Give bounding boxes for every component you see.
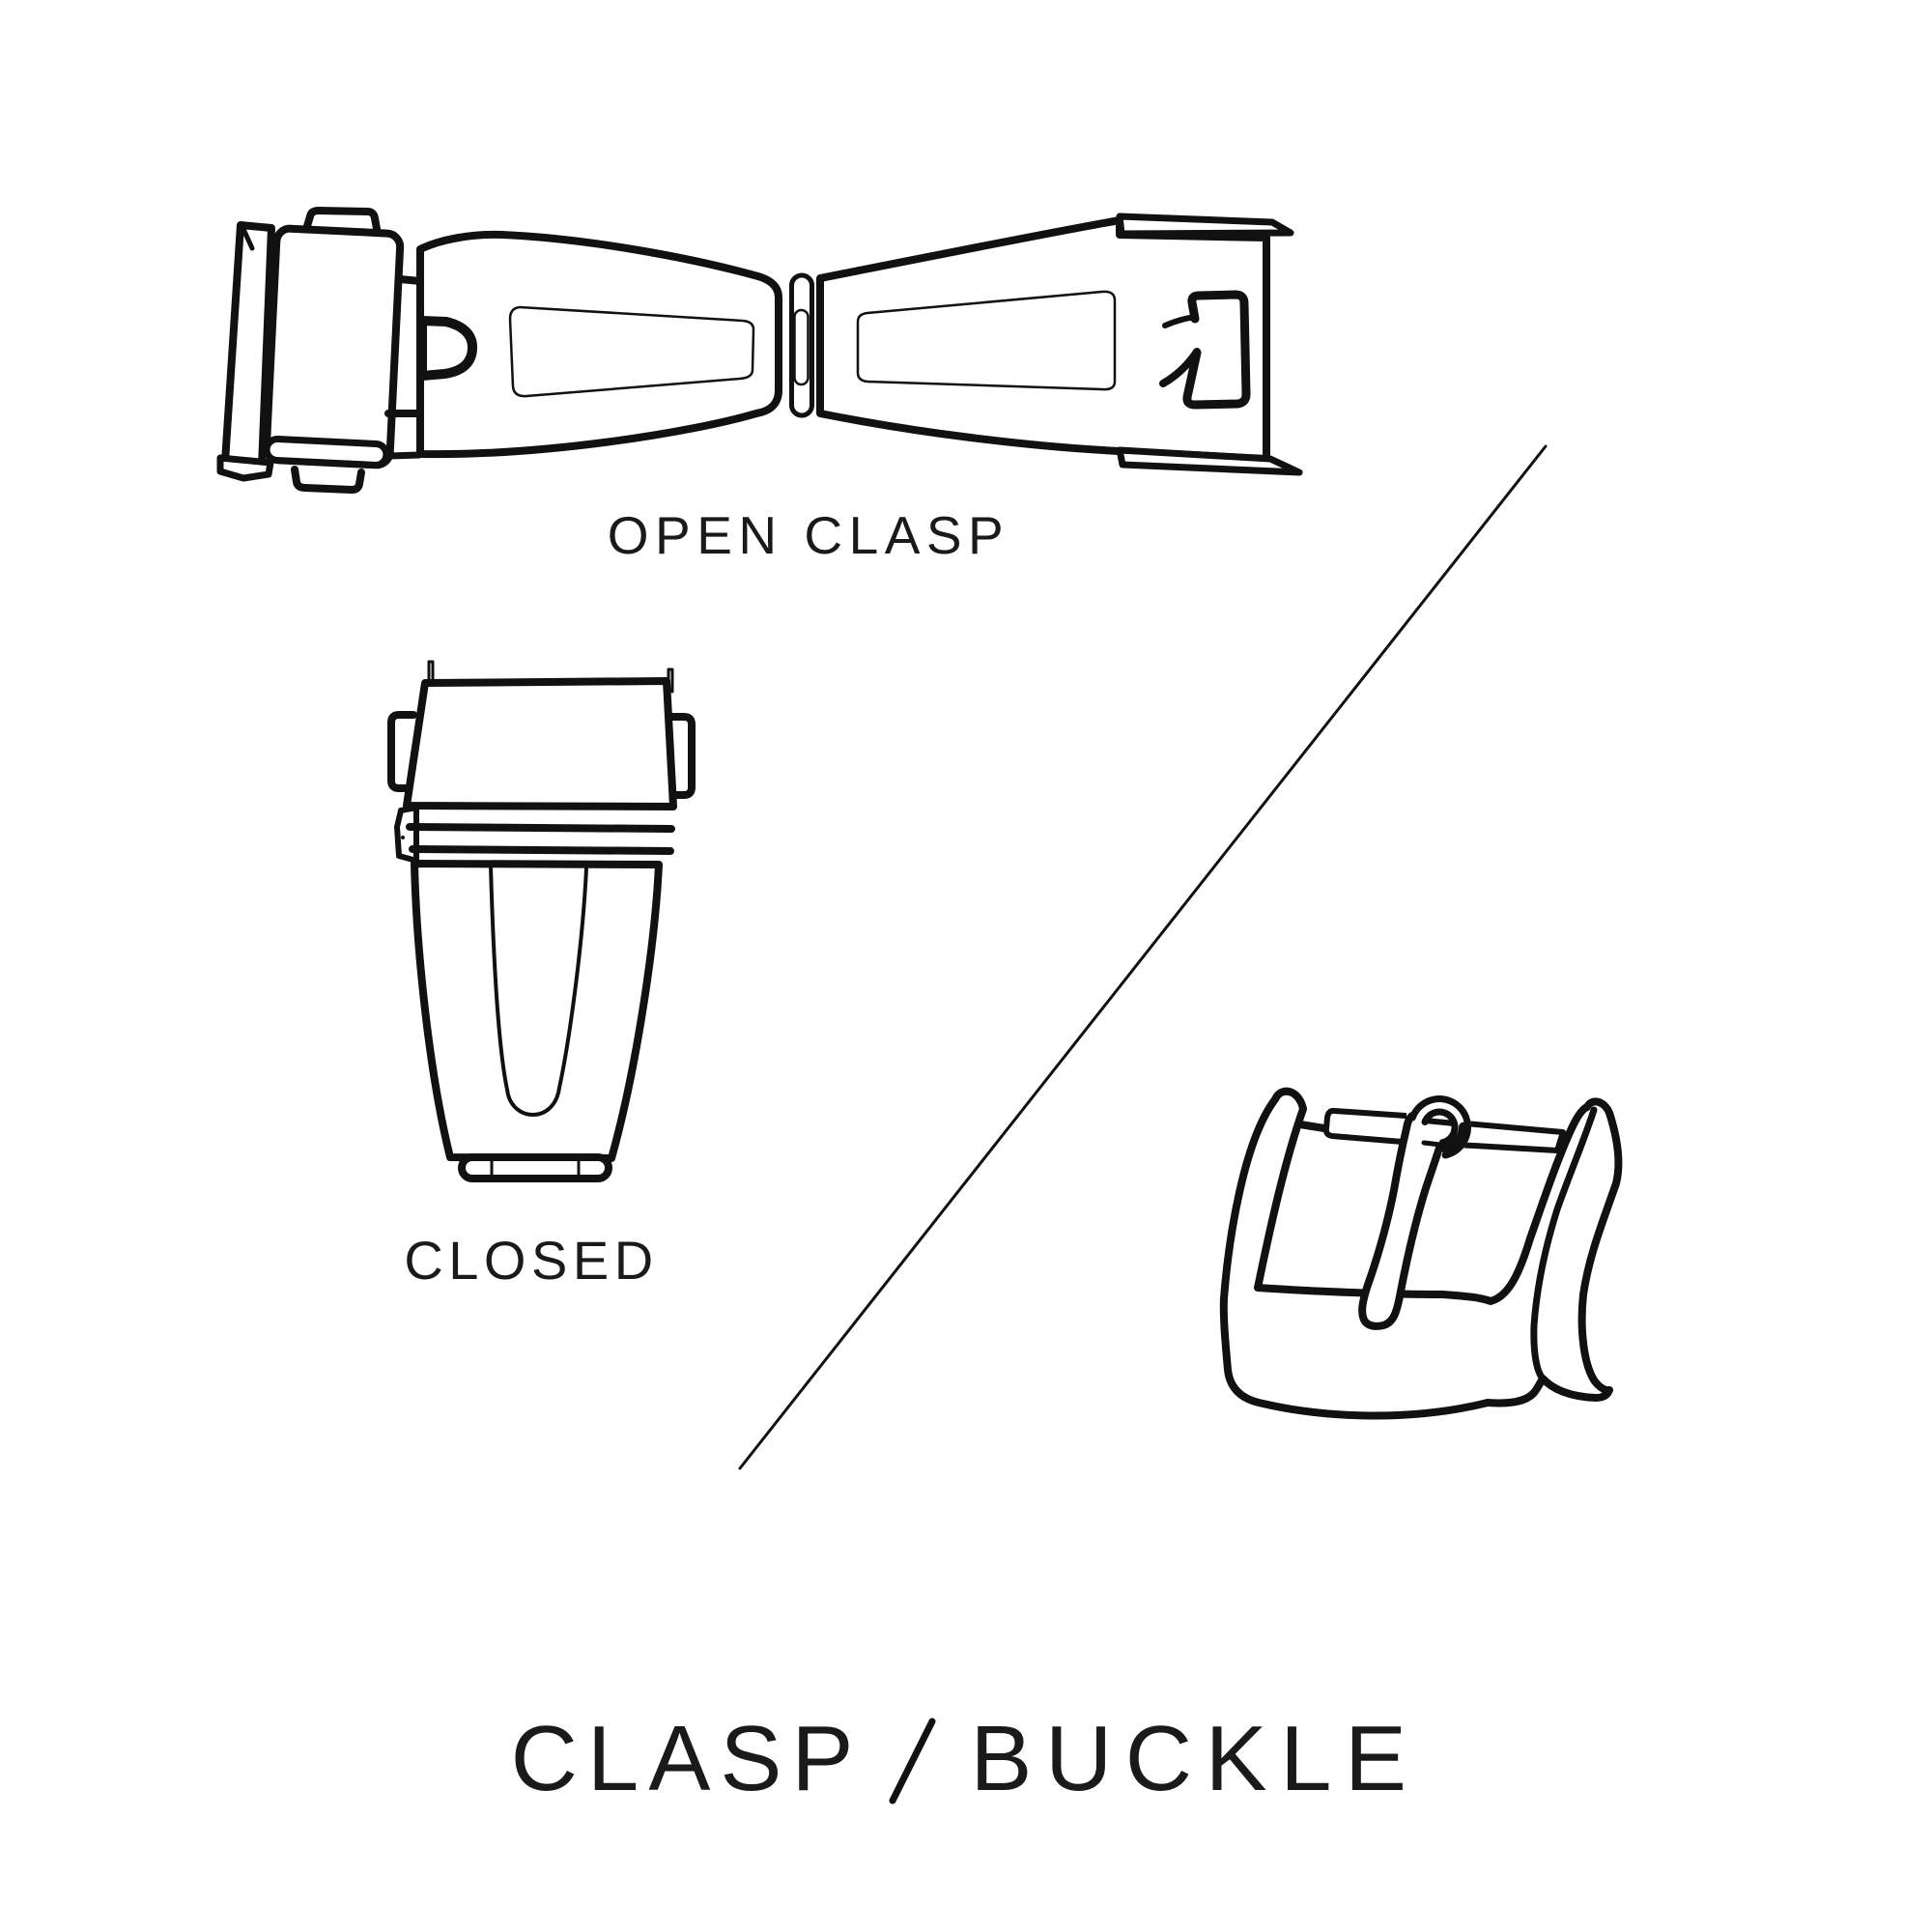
svg-text:OPEN CLASP: OPEN CLASP <box>608 505 1010 565</box>
svg-text:CLASP: CLASP <box>511 1707 864 1810</box>
svg-text:BUCKLE: BUCKLE <box>970 1707 1419 1810</box>
svg-text:CLOSED: CLOSED <box>404 1230 658 1291</box>
